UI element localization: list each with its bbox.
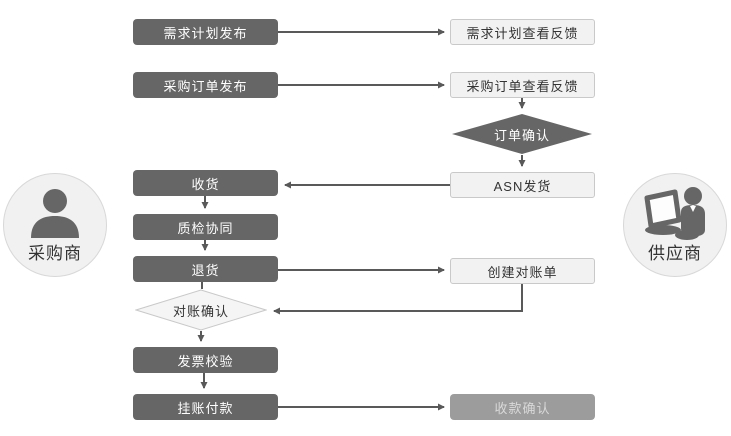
node-label: 质检协同 [177,220,234,236]
node-demand-plan-publish: 需求计划发布 [133,19,278,45]
node-pending-payment: 挂账付款 [133,394,278,420]
person-icon [4,186,106,238]
node-label: 需求计划查看反馈 [466,25,579,41]
node-po-feedback: 采购订单查看反馈 [450,72,595,98]
node-label: 退货 [191,262,220,278]
node-label: 收款确认 [494,400,551,416]
connector-statement-to-confirm [273,284,523,315]
node-receipt-confirm: 收款确认 [450,394,595,420]
node-asn-ship: ASN发货 [450,172,595,198]
node-label: 创建对账单 [487,264,558,280]
actor-supplier-label: 供应商 [648,244,702,263]
node-statement-confirm: 对账确认 [135,289,267,331]
person-laptop-icon [624,186,726,240]
node-receive-goods: 收货 [133,170,278,196]
node-label: 发票校验 [177,353,234,369]
node-label: ASN发货 [493,178,552,194]
node-label: 对账确认 [172,303,229,319]
node-po-publish: 采购订单发布 [133,72,278,98]
node-demand-plan-feedback: 需求计划查看反馈 [450,19,595,45]
actor-buyer: 采购商 [3,173,107,277]
node-label: 采购订单发布 [163,78,248,94]
node-order-confirm: 订单确认 [452,114,592,154]
node-return-goods: 退货 [133,256,278,282]
node-label: 订单确认 [493,127,550,143]
node-quality-collab: 质检协同 [133,214,278,240]
actor-supplier: 供应商 [623,173,727,277]
node-label: 挂账付款 [177,400,234,416]
node-invoice-verify: 发票校验 [133,347,278,373]
node-label: 需求计划发布 [163,25,248,41]
node-label: 收货 [191,176,220,192]
node-label: 采购订单查看反馈 [466,78,579,94]
actor-buyer-label: 采购商 [28,244,82,263]
node-create-statement: 创建对账单 [450,258,595,284]
